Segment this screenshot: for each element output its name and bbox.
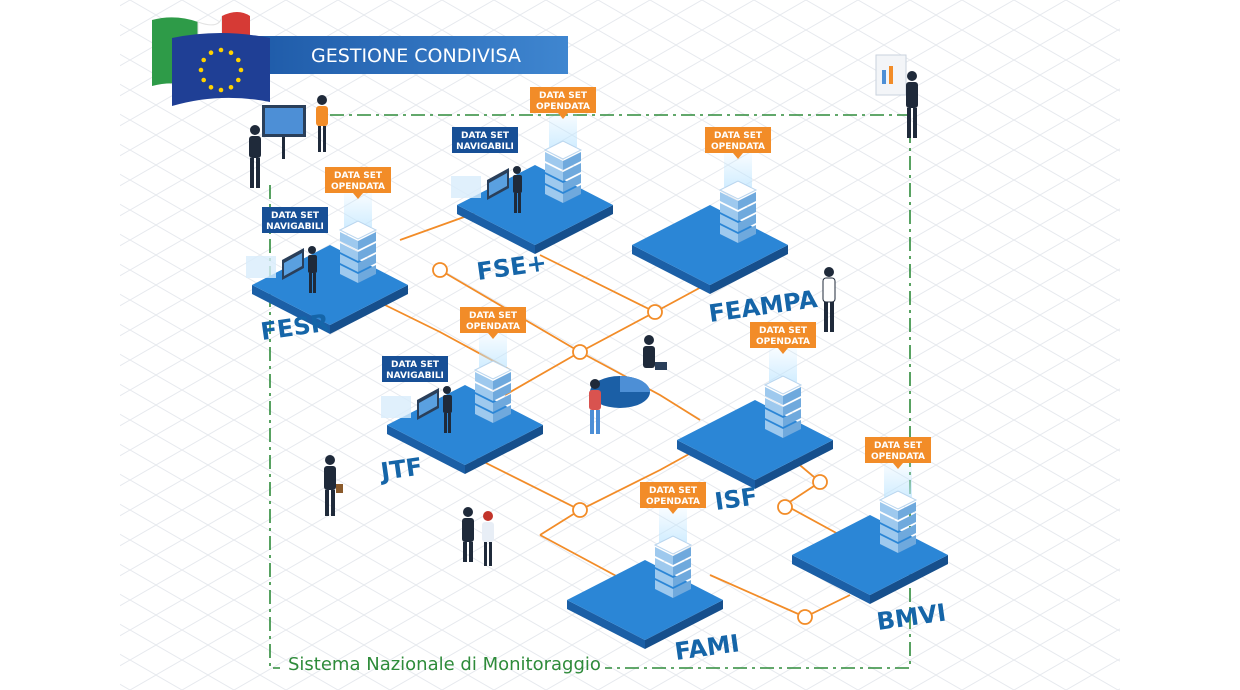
eu-star-icon — [228, 50, 234, 55]
platform-side-left — [252, 285, 330, 334]
hologram-panel — [381, 396, 411, 418]
eu-star-icon — [228, 85, 234, 90]
svg-text:DATA SET: DATA SET — [461, 131, 510, 141]
platform-side-left — [677, 440, 755, 489]
svg-text:OPENDATA: OPENDATA — [871, 452, 925, 462]
eu-star-icon — [218, 87, 224, 93]
connector-nodes — [432, 262, 828, 625]
people-figures — [249, 54, 918, 566]
system-name-label: Sistema Nazionale di Monitoraggio — [288, 654, 601, 675]
server-stack-icon — [763, 342, 803, 438]
hologram-panel — [246, 256, 276, 278]
platform-side-left — [457, 205, 535, 254]
svg-text:NAVIGABILI: NAVIGABILI — [386, 371, 444, 381]
server-stack-icon — [878, 457, 918, 553]
svg-text:OPENDATA: OPENDATA — [331, 182, 385, 192]
laptop-icon — [381, 386, 452, 433]
platform-side-right — [465, 425, 543, 474]
svg-text:DATA SET: DATA SET — [334, 171, 383, 181]
platform-label-jtf: JTF — [377, 452, 424, 486]
eu-star-icon — [236, 77, 241, 83]
platform-side-left — [387, 425, 465, 474]
svg-text:DATA SET: DATA SET — [714, 131, 763, 141]
platform-side-right — [330, 285, 408, 334]
system-border — [269, 114, 911, 669]
platform-side-right — [710, 245, 788, 294]
server-stack-icon — [543, 107, 583, 203]
svg-text:DATA SET: DATA SET — [469, 311, 518, 321]
eu-star-icon — [201, 77, 206, 83]
platform-side-right — [535, 205, 613, 254]
svg-text:DATA SET: DATA SET — [539, 91, 588, 101]
eu-star-icon — [218, 47, 224, 53]
svg-text:OPENDATA: OPENDATA — [536, 102, 590, 112]
platform-label-isf: ISF — [713, 482, 759, 516]
header: GESTIONE CONDIVISA — [152, 12, 568, 106]
svg-text:DATA SET: DATA SET — [391, 360, 440, 370]
eu-star-icon — [238, 67, 244, 73]
svg-text:NAVIGABILI: NAVIGABILI — [456, 142, 514, 152]
server-stack-icon — [338, 187, 378, 283]
svg-text:DATA SET: DATA SET — [759, 326, 808, 336]
svg-text:NAVIGABILI: NAVIGABILI — [266, 222, 324, 232]
eu-flag-icon — [172, 33, 270, 106]
svg-text:DATA SET: DATA SET — [874, 441, 923, 451]
platform-side-left — [792, 555, 870, 604]
eu-star-icon — [208, 50, 214, 55]
hologram-panel — [451, 176, 481, 198]
server-stack-icon — [718, 147, 758, 243]
laptop-icon — [246, 246, 317, 293]
eu-star-icon — [198, 67, 204, 73]
svg-text:OPENDATA: OPENDATA — [466, 322, 520, 332]
server-stack-icon — [473, 327, 513, 423]
banner-title: GESTIONE CONDIVISA — [311, 45, 521, 67]
platform-side-right — [645, 600, 723, 649]
platform-side-right — [870, 555, 948, 604]
eu-star-icon — [201, 57, 206, 63]
svg-text:DATA SET: DATA SET — [649, 486, 698, 496]
svg-text:OPENDATA: OPENDATA — [756, 337, 810, 347]
eu-star-icon — [208, 85, 214, 90]
eu-star-icon — [236, 57, 241, 63]
platform-side-left — [632, 245, 710, 294]
svg-text:OPENDATA: OPENDATA — [646, 497, 700, 507]
platform-side-right — [755, 440, 833, 489]
svg-text:DATA SET: DATA SET — [271, 211, 320, 221]
server-stack-icon — [653, 502, 693, 598]
svg-text:OPENDATA: OPENDATA — [711, 142, 765, 152]
platform-side-left — [567, 600, 645, 649]
laptop-icon — [451, 166, 522, 213]
banner-bar — [250, 36, 568, 74]
